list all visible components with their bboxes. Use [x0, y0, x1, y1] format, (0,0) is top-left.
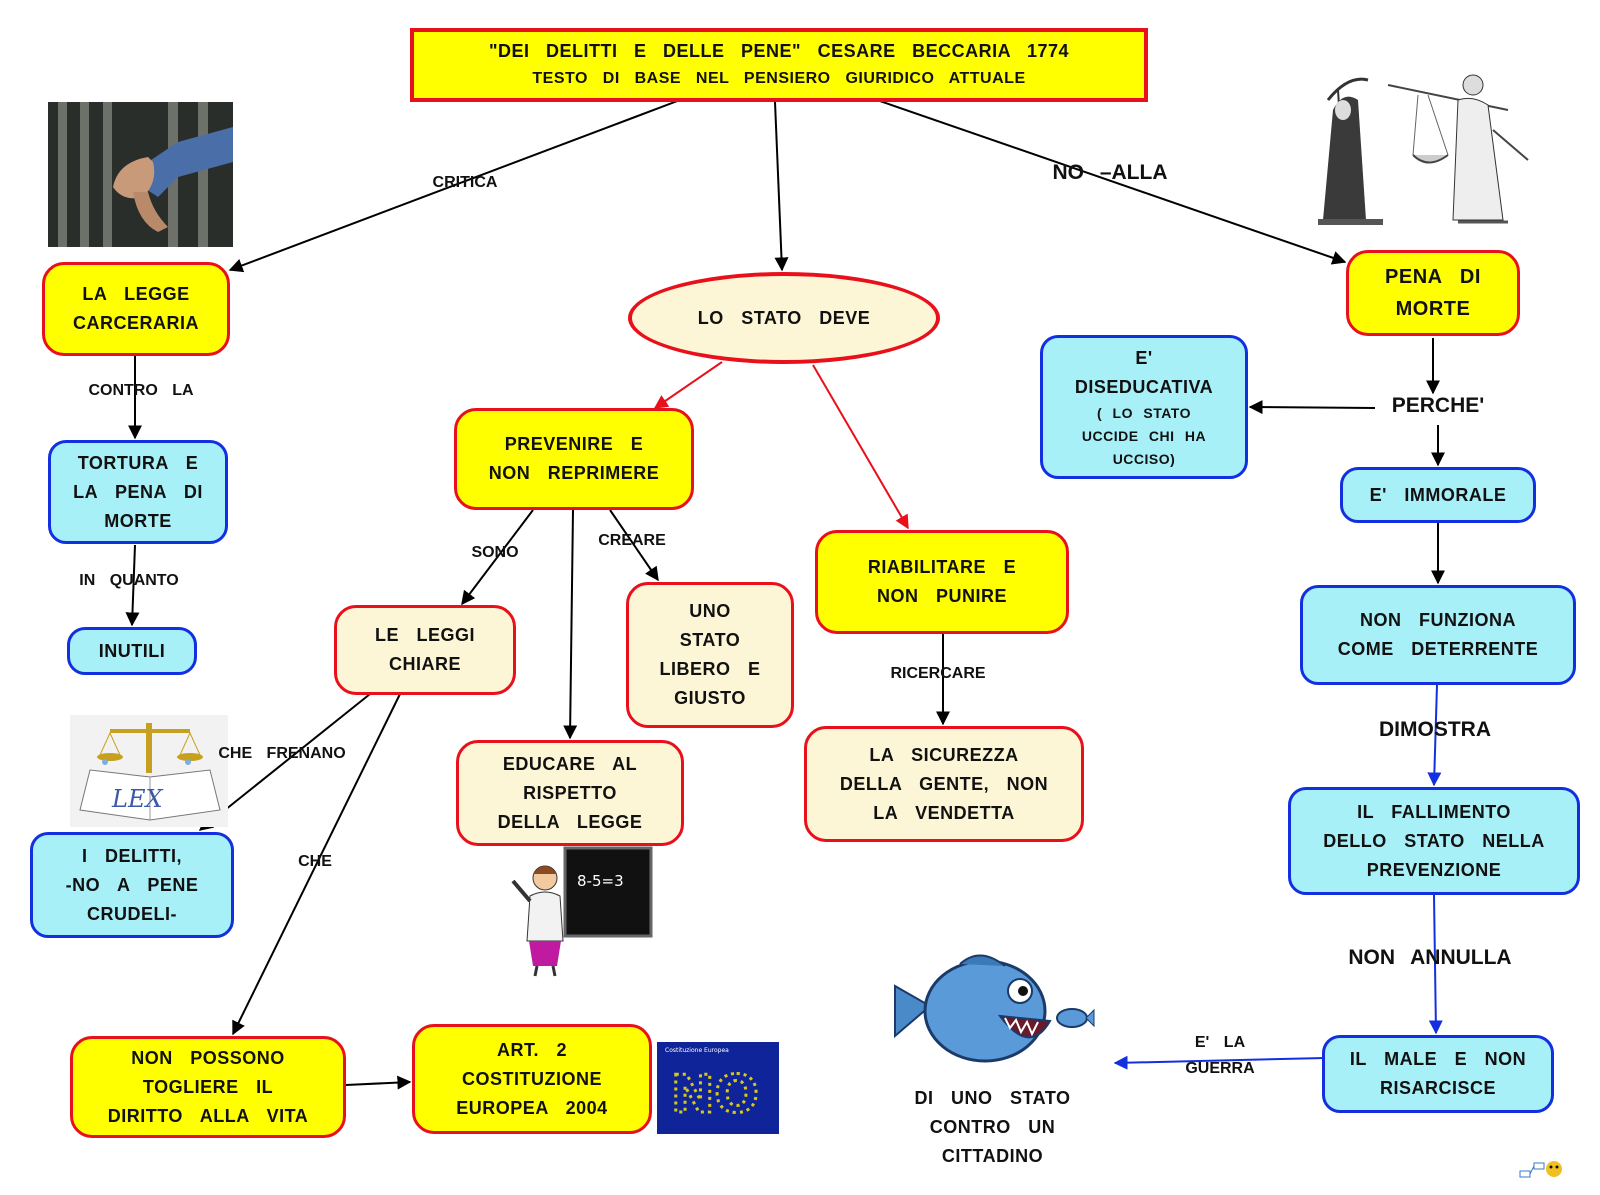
- blackboard-label: 8-5=3: [577, 872, 624, 890]
- edge-title-stato: [774, 101, 789, 272]
- label-in-quanto: IN QUANTO: [79, 572, 179, 589]
- edge-title-legge: [228, 99, 681, 273]
- edge-stato-riabilitare: [812, 364, 909, 530]
- label-perche: PERCHE': [1391, 394, 1485, 417]
- node-stato-libero: UNO STATO LIBERO E GIUSTO: [626, 582, 794, 728]
- label-dimostra: DIMOSTRA: [1379, 718, 1491, 741]
- node-delitti: I DELITTI, -NO A PENE CRUDELI-: [30, 832, 234, 938]
- node-male: IL MALE E NON RISARCISCE: [1322, 1035, 1554, 1113]
- label-non-annulla: NON ANNULLA: [1348, 946, 1512, 969]
- edge-prevenire-leggi: [461, 509, 534, 606]
- node-diseducativa: E' DISEDUCATIVA ( LO STATO UCCIDE CHI HA…: [1040, 335, 1248, 479]
- edge-leggi-delitti: [198, 693, 371, 831]
- lex-label: LEX: [111, 785, 163, 813]
- label-e-la-guerra: E' LA GUERRA: [1185, 1034, 1255, 1077]
- node-immorale: E' IMMORALE: [1340, 467, 1536, 523]
- title-line2: TESTO DI BASE NEL PENSIERO GIURIDICO ATT…: [532, 70, 1026, 87]
- node-guerra-text: DI UNO STATO CONTRO UN CITTADINO: [914, 1087, 1071, 1166]
- node-riabilitare: RIABILITARE E NON PUNIRE: [815, 530, 1069, 634]
- diseducativa-note: ( LO STATO UCCIDE CHI HA UCCISO): [1081, 404, 1207, 467]
- edge-fallimento-male: [1428, 894, 1443, 1035]
- teacher-blackboard-image: 8-5=3: [505, 846, 653, 978]
- edge-tortura-inutili: [125, 544, 140, 627]
- label-no-alla: NO –ALLA: [1052, 161, 1168, 184]
- label-che-frenano: CHE FRENANO: [218, 745, 346, 762]
- label-contro-la: CONTRO LA: [88, 382, 194, 399]
- edge-leggi-nonpossono: [232, 693, 401, 1036]
- node-non-possono: NON POSSONO TOGLIERE IL DIRITTO ALLA VIT…: [70, 1036, 346, 1138]
- node-non-funziona: NON FUNZIONA COME DETERRENTE: [1300, 585, 1576, 685]
- node-pena-morte: PENA DI MORTE: [1346, 250, 1520, 336]
- edge-male-guerra: [1113, 1055, 1326, 1070]
- diseducativa-main: E' DISEDUCATIVA: [1074, 347, 1214, 397]
- mappe-logo-icon: [1518, 1155, 1564, 1183]
- label-che: CHE: [298, 853, 332, 870]
- node-tortura: TORTURA E LA PENA DI MORTE: [48, 440, 228, 544]
- edge-nonpossono-art2: [345, 1075, 412, 1090]
- edge-stato-prevenire: [653, 361, 723, 409]
- edge-prevenire-educare: [563, 509, 578, 740]
- node-fallimento: IL FALLIMENTO DELLO STATO NELLA PREVENZI…: [1288, 787, 1580, 895]
- node-inutili: INUTILI: [67, 627, 197, 675]
- title-line1: "DEI DELITTI E DELLE PENE" CESARE BECCAR…: [488, 41, 1069, 61]
- node-art2: ART. 2 COSTITUZIONE EUROPEA 2004: [412, 1024, 652, 1134]
- big-fish-small-fish-image: [890, 946, 1095, 1081]
- node-sicurezza: LA SICUREZZA DELLA GENTE, NON LA VENDETT…: [804, 726, 1084, 842]
- edge-prevenire-libero: [609, 509, 659, 582]
- node-leggi-chiare: LE LEGGI CHIARE: [334, 605, 516, 695]
- eu-no-label: NO: [671, 1065, 759, 1125]
- label-ricercare: RICERCARE: [890, 665, 986, 682]
- label-sono: SONO: [471, 544, 519, 561]
- node-stato-deve: LO STATO DEVE: [628, 272, 940, 364]
- eu-constitution-no-image: Costituzione Europea NO: [657, 1042, 779, 1134]
- label-creare: CREARE: [598, 532, 666, 549]
- lex-book-image: LEX: [70, 715, 228, 827]
- edge-title-pena: [876, 99, 1347, 265]
- label-critica: CRITICA: [432, 174, 498, 191]
- title-box: "DEI DELITTI E DELLE PENE" CESARE BECCAR…: [410, 28, 1148, 102]
- node-prevenire: PREVENIRE E NON REPRIMERE: [454, 408, 694, 510]
- node-legge-carceraria: LA LEGGE CARCERARIA: [42, 262, 230, 356]
- justice-and-death-image: [1308, 70, 1563, 238]
- node-educare: EDUCARE AL RISPETTO DELLA LEGGE: [456, 740, 684, 846]
- eu-label: Costituzione Europea: [665, 1047, 729, 1054]
- edge-funziona-fallimento: [1427, 684, 1442, 787]
- prison-bars-image: [48, 102, 233, 247]
- edge-perche-diseducativa: [1248, 400, 1376, 415]
